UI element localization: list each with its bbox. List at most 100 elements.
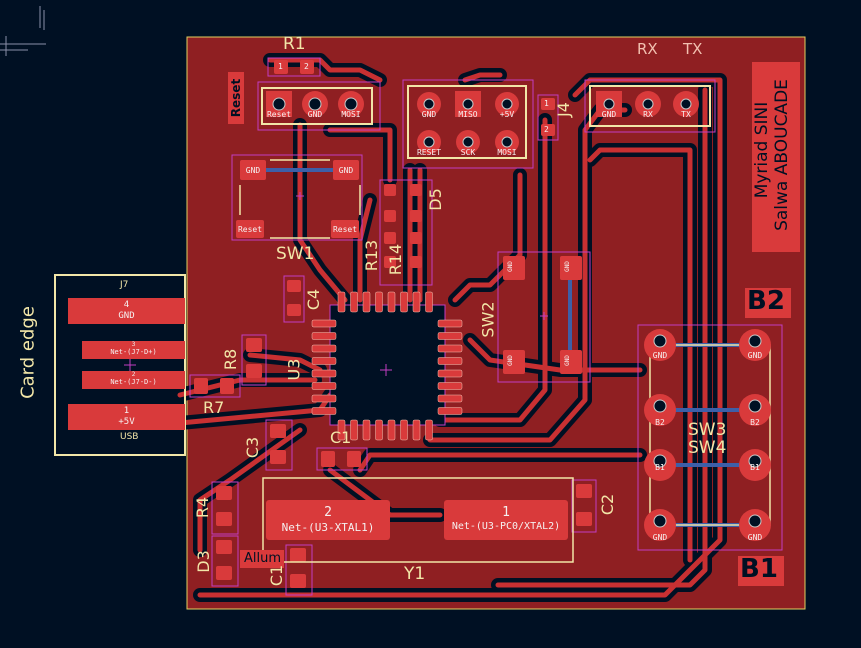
reset-header-footprint[interactable]	[257, 81, 381, 131]
u3-pad	[311, 332, 337, 340]
u3-pad	[311, 382, 337, 390]
u3-pad	[311, 369, 337, 378]
sw2-footprint[interactable]	[497, 251, 591, 383]
j4-footprint[interactable]	[537, 94, 559, 141]
sw2-pad1: GND	[506, 261, 514, 272]
allum-silk-bg	[240, 550, 284, 568]
u3-pad	[337, 419, 346, 441]
sw2-pad2: GND	[563, 261, 571, 272]
sw1-ref: SW1	[276, 244, 315, 264]
grid-markers	[0, 6, 46, 56]
y1-pad2-num: 2	[324, 505, 332, 520]
u3-pad	[362, 291, 371, 313]
j7-footer: USB	[120, 432, 139, 442]
sw1-pad-reset-left: Reset	[237, 225, 263, 234]
card-edge-label: Card edge	[17, 306, 39, 399]
r1-pad2-num: 2	[304, 62, 309, 71]
sw2-pad3: GND	[506, 355, 514, 366]
j7-pad1-net: +5V	[118, 417, 135, 427]
r4-ref: R4	[193, 496, 213, 519]
reset-pin2: GND	[307, 110, 323, 119]
sw3-pad-gnd-right: GND	[747, 351, 763, 360]
sw4-pad-b1-left: B1	[655, 463, 665, 472]
r8-ref: R8	[221, 348, 241, 371]
u3-pad	[437, 394, 463, 403]
j7-footprint[interactable]	[54, 274, 186, 456]
c1-ref-top: C1	[330, 428, 352, 447]
c2-ref: C2	[598, 493, 618, 516]
u3-pad	[350, 419, 358, 441]
isp-header-footprint[interactable]	[402, 79, 534, 169]
small-passives[interactable]	[211, 419, 597, 596]
u3-pad	[311, 344, 337, 353]
sw3-sw4-footprints[interactable]	[637, 324, 783, 551]
u3-pad	[437, 357, 463, 365]
isp-pin-mosi: MOSI	[497, 148, 517, 157]
d3-ref: D3	[193, 550, 213, 573]
rx-label: RX	[637, 40, 658, 58]
j7-pad4-net: GND	[118, 311, 135, 321]
u3-pad	[337, 291, 346, 313]
reset-silk-label: Reset	[229, 78, 243, 118]
u3-pad	[437, 344, 463, 353]
j7-pad3-net: Net-(J7-D+)	[110, 348, 157, 356]
u3-pad	[412, 419, 421, 441]
j7-pad2-num: 2	[131, 371, 136, 378]
reset-pin1: Reset	[266, 110, 292, 119]
switch-pad-hole	[653, 334, 667, 348]
sw1-footprint[interactable]	[231, 154, 363, 241]
serial-header-footprint[interactable]	[584, 79, 716, 133]
sw4-pad-gnd-right: GND	[747, 533, 763, 542]
isp-pin-reset: RESET	[416, 148, 442, 157]
r1-ref: R1	[283, 34, 306, 54]
c3-ref: C3	[243, 436, 263, 459]
y1-ref: Y1	[404, 564, 426, 584]
j4-pad1: 1	[544, 99, 549, 108]
switch-pad-hole	[748, 399, 762, 413]
allum-label: Allum	[244, 551, 282, 566]
j7-ref: J7	[120, 280, 129, 290]
r1-footprint[interactable]	[267, 57, 321, 77]
u3-footprint[interactable]	[311, 291, 463, 441]
u3-pad	[350, 291, 358, 313]
u3-pad	[400, 419, 408, 441]
b2-label-bg	[745, 288, 791, 318]
switch-pad-hole	[748, 334, 762, 348]
r13-ref: R13	[362, 239, 382, 272]
serial-pin-rx: RX	[643, 110, 653, 119]
author-line2: Salwa ABOUCADE	[772, 79, 792, 231]
j4-ref: J4	[553, 102, 573, 117]
u3-ref: U3	[284, 358, 304, 381]
b2-label: B2	[747, 286, 785, 316]
sw4-ref: SW4	[688, 438, 727, 458]
j7-pad4-num: 4	[123, 300, 130, 310]
tx-label: TX	[683, 40, 703, 58]
sw1-pad-gnd-right: GND	[338, 166, 354, 175]
b1-label: B1	[740, 554, 778, 584]
reset-silk-bg	[228, 72, 244, 124]
sw2-ref: SW2	[478, 301, 498, 338]
u3-pad	[362, 419, 371, 441]
u3-pad	[311, 357, 337, 365]
d5-ref: D5	[425, 188, 445, 211]
u3-pad	[425, 291, 433, 313]
author-line1: Myriad SINI	[752, 101, 772, 199]
y1-footprint[interactable]	[262, 477, 574, 563]
r14-ref: R14	[386, 243, 406, 276]
u3-pad	[437, 319, 463, 328]
r8-r7-footprints[interactable]	[189, 334, 267, 398]
d5-r13-r14-footprints[interactable]	[379, 179, 433, 286]
sw1-pad-gnd-left: GND	[245, 166, 261, 175]
u3-pad	[400, 291, 408, 313]
u3-pad	[311, 407, 337, 415]
reset-pin3: MOSI	[341, 110, 361, 119]
u3-pad	[437, 369, 463, 378]
c4-footprint[interactable]	[283, 275, 305, 323]
u3-pad	[412, 291, 421, 313]
isp-pin-miso: MISO	[458, 110, 478, 119]
switch-pad-hole	[653, 454, 667, 468]
j7-pad3-num: 3	[131, 341, 136, 348]
y1-pad2-net: Net-(U3-XTAL1)	[281, 521, 375, 534]
c1-ref-bottom: C1	[267, 564, 287, 587]
